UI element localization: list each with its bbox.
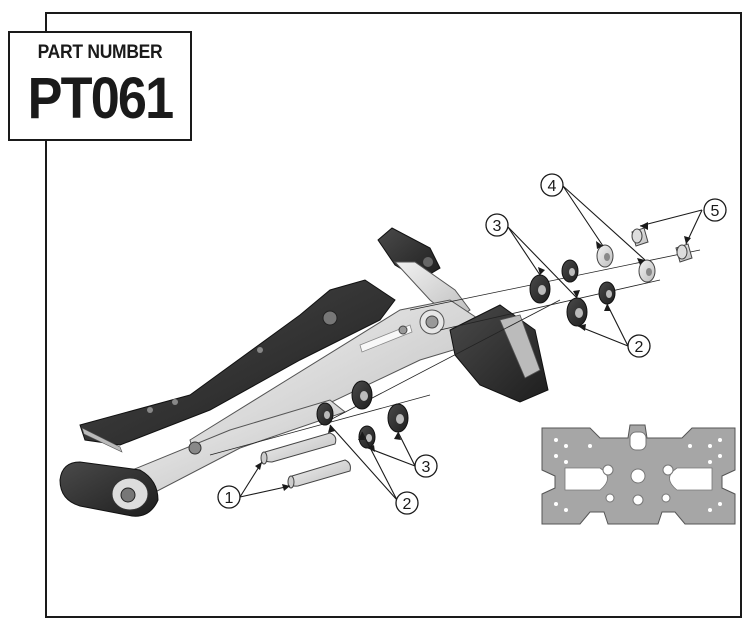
light-arm (189, 299, 481, 459)
svg-text:1: 1 (225, 490, 234, 507)
callout-5: 5 (703, 198, 727, 222)
rear-mount (449, 304, 549, 403)
front-spacers (316, 380, 409, 449)
callout-3-lower: 3 (414, 454, 438, 478)
svg-text:4: 4 (548, 178, 557, 195)
callout-4: 4 (540, 173, 564, 197)
svg-text:2: 2 (635, 339, 644, 356)
svg-text:5: 5 (711, 203, 720, 220)
bolts (260, 432, 351, 489)
arrowheads (255, 222, 691, 491)
callout-2-upper: 2 (627, 334, 651, 358)
svg-text:2: 2 (403, 496, 412, 513)
part-number-label: PART NUMBER (37, 42, 163, 63)
svg-text:3: 3 (422, 459, 431, 476)
rear-spacers (529, 227, 693, 327)
diagram-frame (45, 12, 742, 618)
callout-3-upper: 3 (485, 213, 509, 237)
front-roller (59, 461, 159, 517)
svg-text:3: 3 (493, 218, 502, 235)
part-number-box: PART NUMBER PT061 (8, 31, 192, 141)
callout-1: 1 (217, 485, 241, 509)
mounting-plate (541, 424, 736, 525)
main-bracket (79, 279, 396, 453)
callout-2-lower: 2 (395, 491, 419, 515)
part-number-value: PT061 (27, 66, 175, 131)
